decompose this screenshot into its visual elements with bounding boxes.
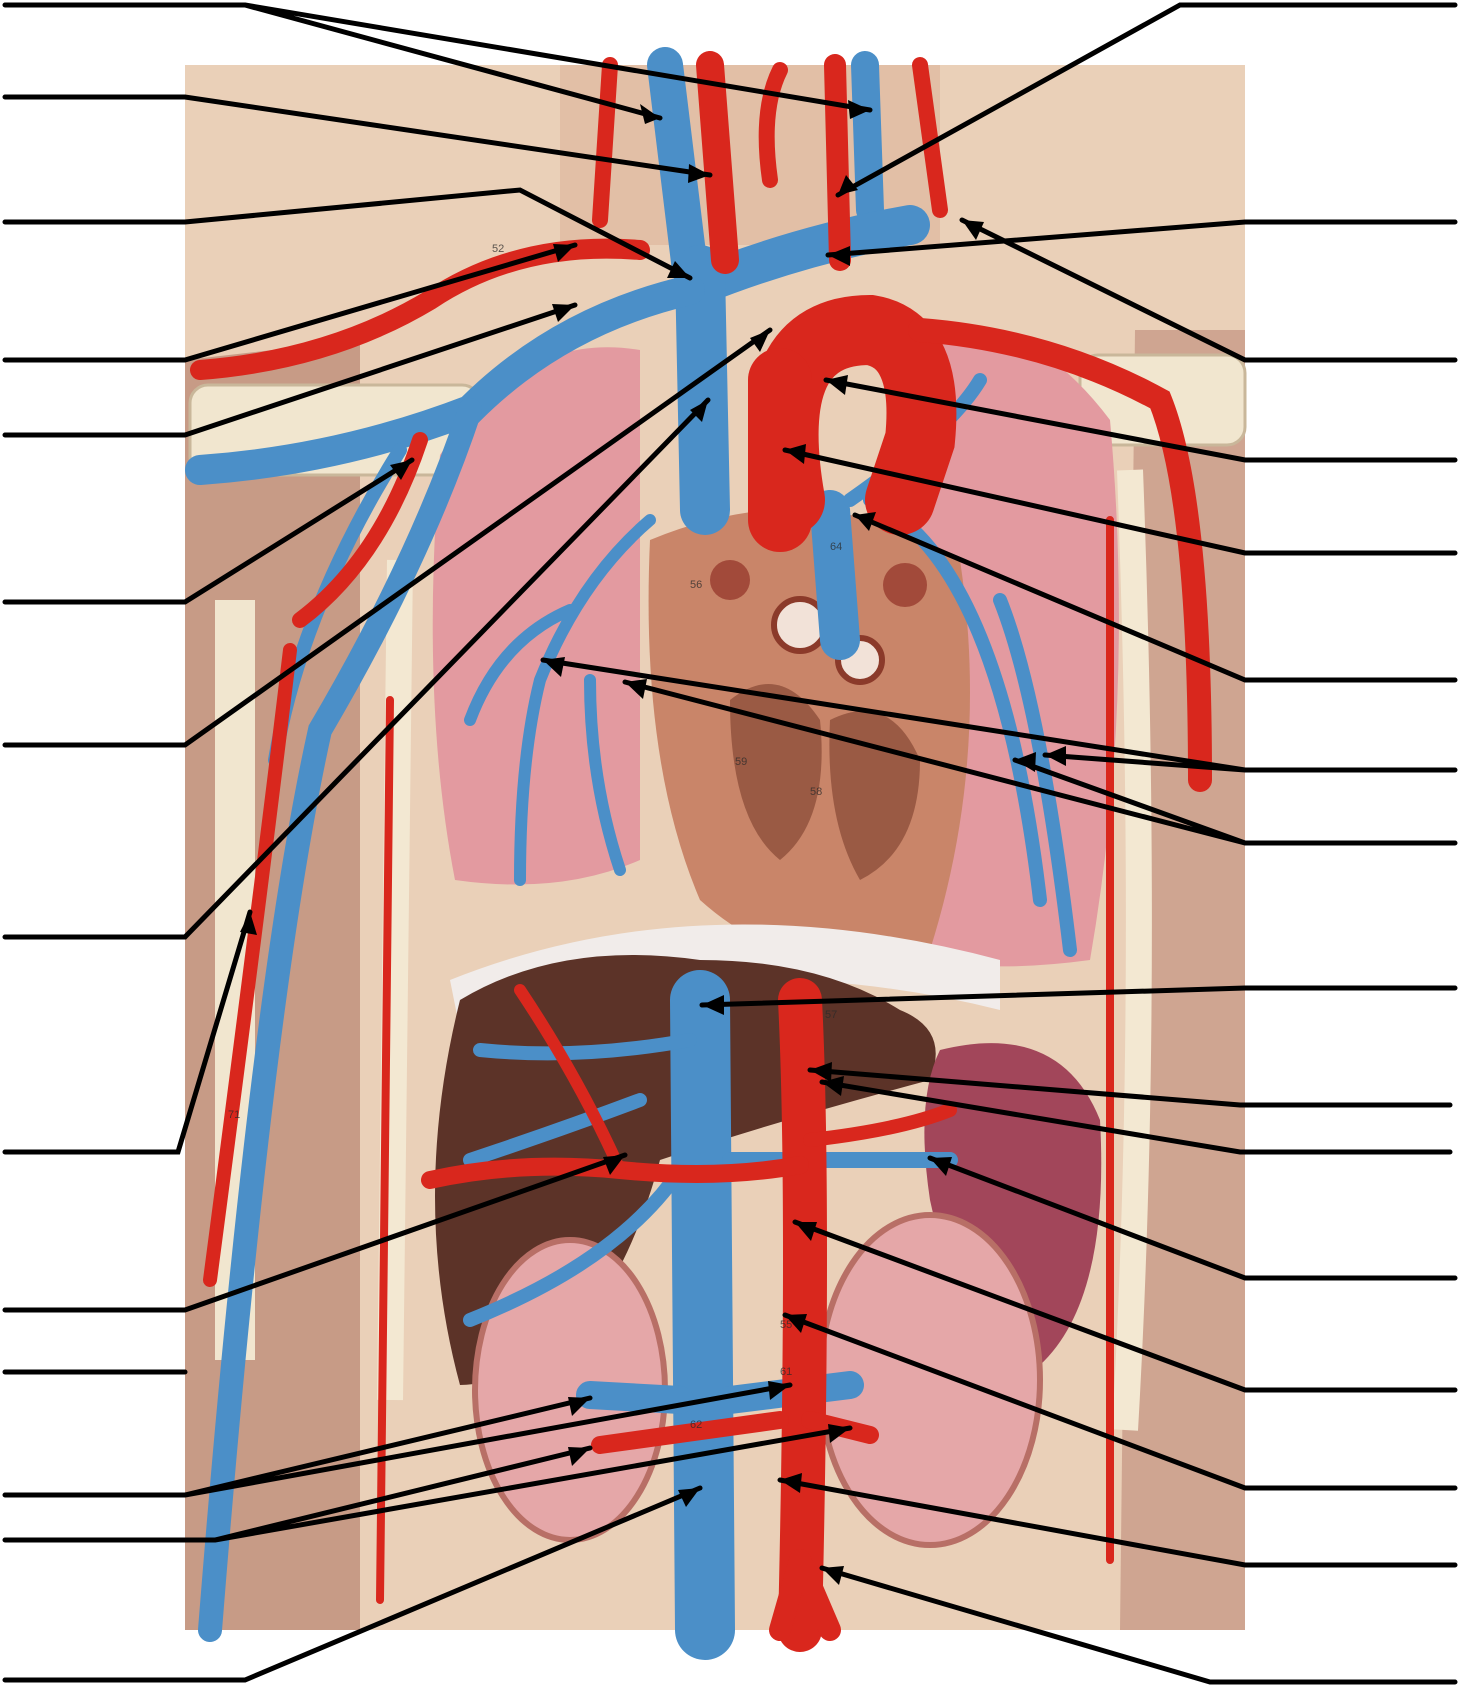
model-number: 52 <box>492 243 504 255</box>
right-common-carotid-artery <box>710 65 725 260</box>
model-number: 64 <box>830 541 842 553</box>
model-number: 58 <box>810 786 822 798</box>
superior-vena-cava <box>700 270 705 510</box>
left-internal-jugular-vein <box>865 65 870 210</box>
right-rib-column <box>390 560 400 1400</box>
pulmonary-trunk <box>830 510 840 640</box>
model-number: 61 <box>780 1366 792 1378</box>
model-number: 57 <box>825 1009 837 1021</box>
valve-ring-4 <box>883 563 927 607</box>
left-common-carotid-artery <box>835 65 840 260</box>
model-number: 62 <box>690 1419 702 1431</box>
inferior-vena-cava <box>700 1000 705 1630</box>
model-number: 59 <box>735 756 747 768</box>
valve-ring-3 <box>710 560 750 600</box>
right-renal-vein <box>590 1395 680 1400</box>
model-photo: 56 57 58 59 62 55 61 64 71 52 <box>185 65 1245 1630</box>
left-rib-column <box>1125 470 1139 1430</box>
model-number: 71 <box>228 1109 240 1121</box>
model-number: 56 <box>690 579 702 591</box>
